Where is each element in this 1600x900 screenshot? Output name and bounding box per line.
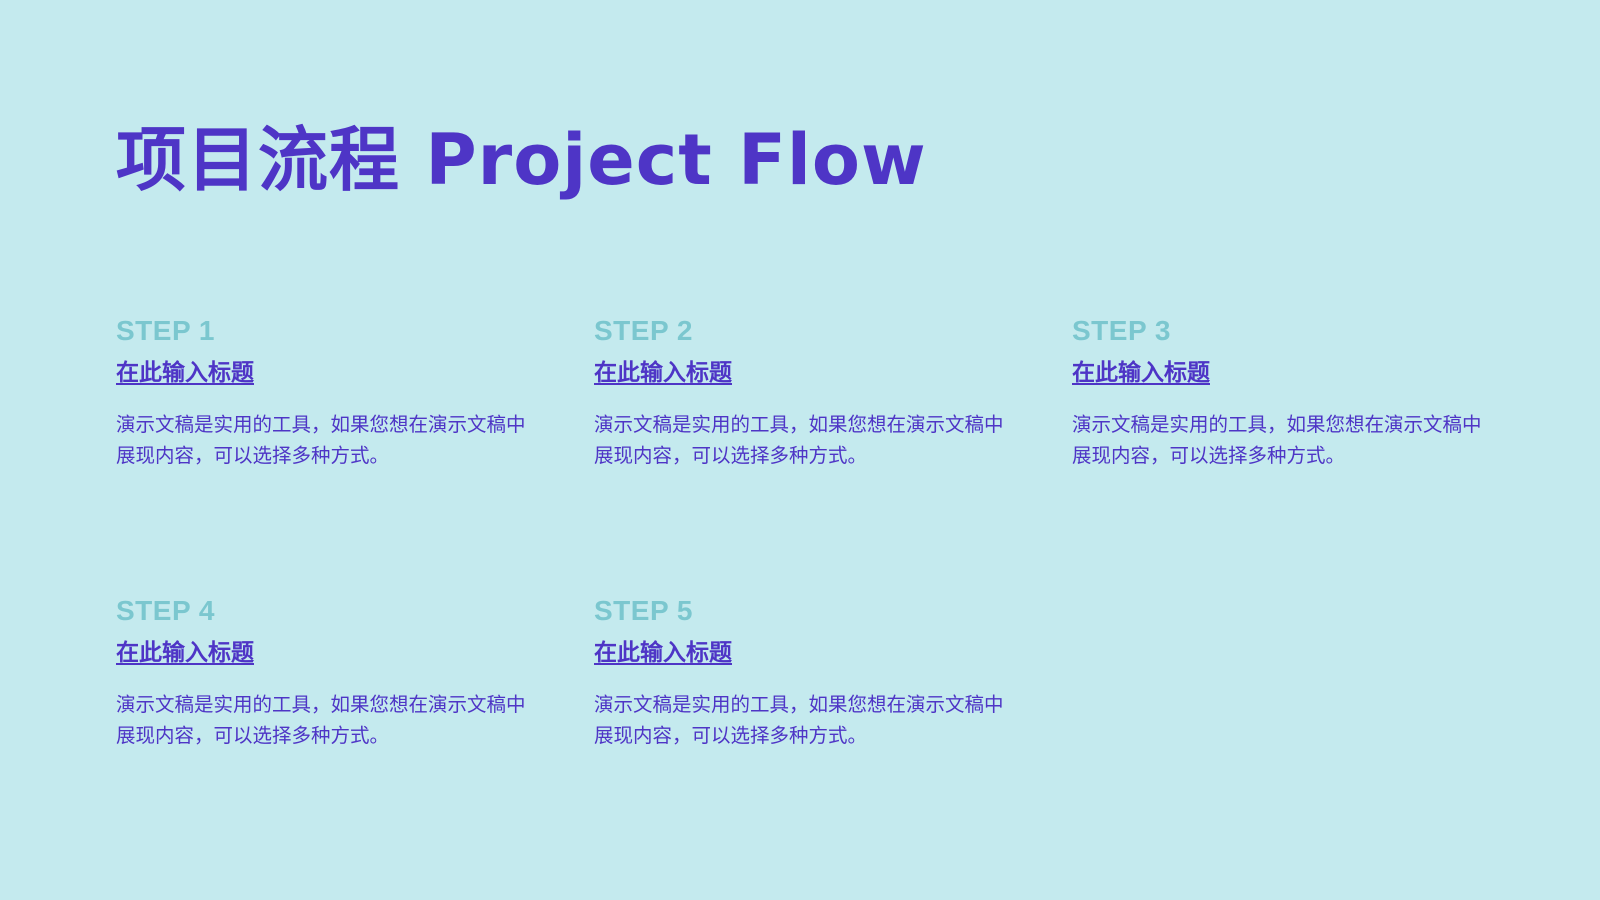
step-heading-link[interactable]: 在此输入标题 [594, 360, 732, 386]
step-heading-link[interactable]: 在此输入标题 [116, 640, 254, 666]
step-heading-link[interactable]: 在此输入标题 [1072, 360, 1210, 386]
step-heading-link[interactable]: 在此输入标题 [594, 640, 732, 666]
step-label: STEP 5 [594, 595, 693, 626]
step-heading-link[interactable]: 在此输入标题 [116, 360, 254, 386]
step-card-4: STEP 4 在此输入标题 演示文稿是实用的工具，如果您想在演示文稿中展现内容，… [116, 594, 594, 874]
step-description: 演示文稿是实用的工具，如果您想在演示文稿中展现内容，可以选择多种方式。 [116, 693, 526, 747]
page-title: 项目流程 Project Flow [116, 119, 927, 201]
step-card-1: STEP 1 在此输入标题 演示文稿是实用的工具，如果您想在演示文稿中展现内容，… [116, 314, 594, 594]
step-description: 演示文稿是实用的工具，如果您想在演示文稿中展现内容，可以选择多种方式。 [116, 413, 526, 467]
step-description: 演示文稿是实用的工具，如果您想在演示文稿中展现内容，可以选择多种方式。 [594, 413, 1004, 467]
step-label: STEP 4 [116, 595, 215, 626]
step-card-5: STEP 5 在此输入标题 演示文稿是实用的工具，如果您想在演示文稿中展现内容，… [594, 594, 1072, 874]
step-card-2: STEP 2 在此输入标题 演示文稿是实用的工具，如果您想在演示文稿中展现内容，… [594, 314, 1072, 594]
step-label: STEP 3 [1072, 315, 1171, 346]
step-description: 演示文稿是实用的工具，如果您想在演示文稿中展现内容，可以选择多种方式。 [594, 693, 1004, 747]
step-description: 演示文稿是实用的工具，如果您想在演示文稿中展现内容，可以选择多种方式。 [1072, 413, 1482, 467]
step-label: STEP 1 [116, 315, 215, 346]
step-card-3: STEP 3 在此输入标题 演示文稿是实用的工具，如果您想在演示文稿中展现内容，… [1072, 314, 1536, 594]
step-label: STEP 2 [594, 315, 693, 346]
steps-grid: STEP 1 在此输入标题 演示文稿是实用的工具，如果您想在演示文稿中展现内容，… [116, 314, 1536, 874]
